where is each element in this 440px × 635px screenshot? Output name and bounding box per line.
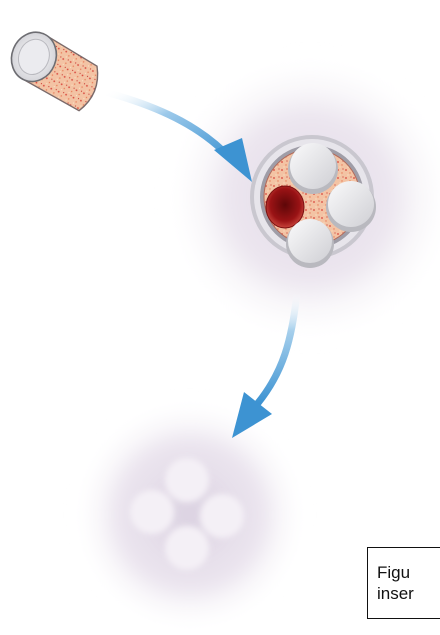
figure-caption-box: Figu inser	[367, 547, 440, 619]
caption-line-2: inser	[377, 583, 440, 604]
bone-plug	[1, 25, 107, 113]
caption-line-1: Figu	[377, 562, 440, 583]
healed-site	[72, 397, 308, 633]
